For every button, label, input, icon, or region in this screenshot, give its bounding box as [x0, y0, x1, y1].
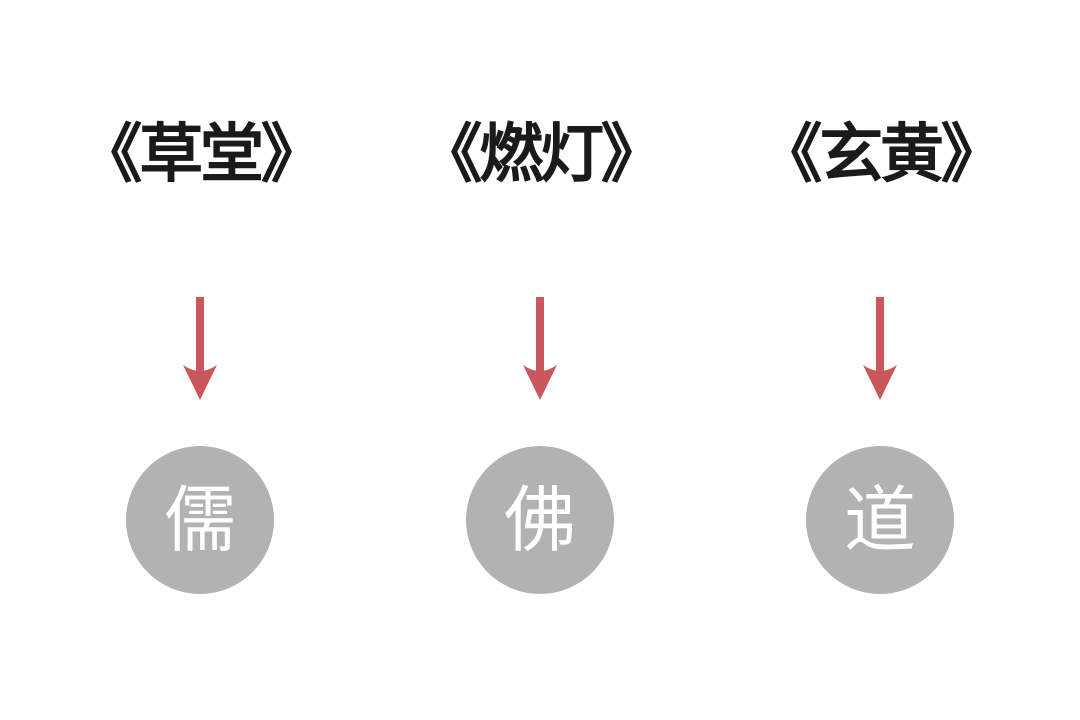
arrow-head [523, 365, 557, 400]
tradition-label: 道 [843, 478, 916, 562]
book-title: 《玄黄》 [758, 117, 1004, 192]
tradition-label: 佛 [503, 478, 576, 562]
down-arrow-icon [863, 297, 897, 400]
tradition-circle: 佛 [466, 446, 614, 594]
book-title: 《燃灯》 [418, 117, 664, 192]
arrow-head [863, 365, 897, 400]
tradition-circle: 道 [806, 446, 954, 594]
tradition-label: 儒 [163, 478, 236, 562]
book-title: 《草堂》 [78, 117, 324, 192]
column-randeng: 《燃灯》 佛 [370, 0, 710, 720]
tradition-circle: 儒 [126, 446, 274, 594]
down-arrow-icon [183, 297, 217, 400]
column-caotang: 《草堂》 儒 [30, 0, 370, 720]
down-arrow-icon [523, 297, 557, 400]
arrow-head [183, 365, 217, 400]
column-xuanhuang: 《玄黄》 道 [710, 0, 1050, 720]
